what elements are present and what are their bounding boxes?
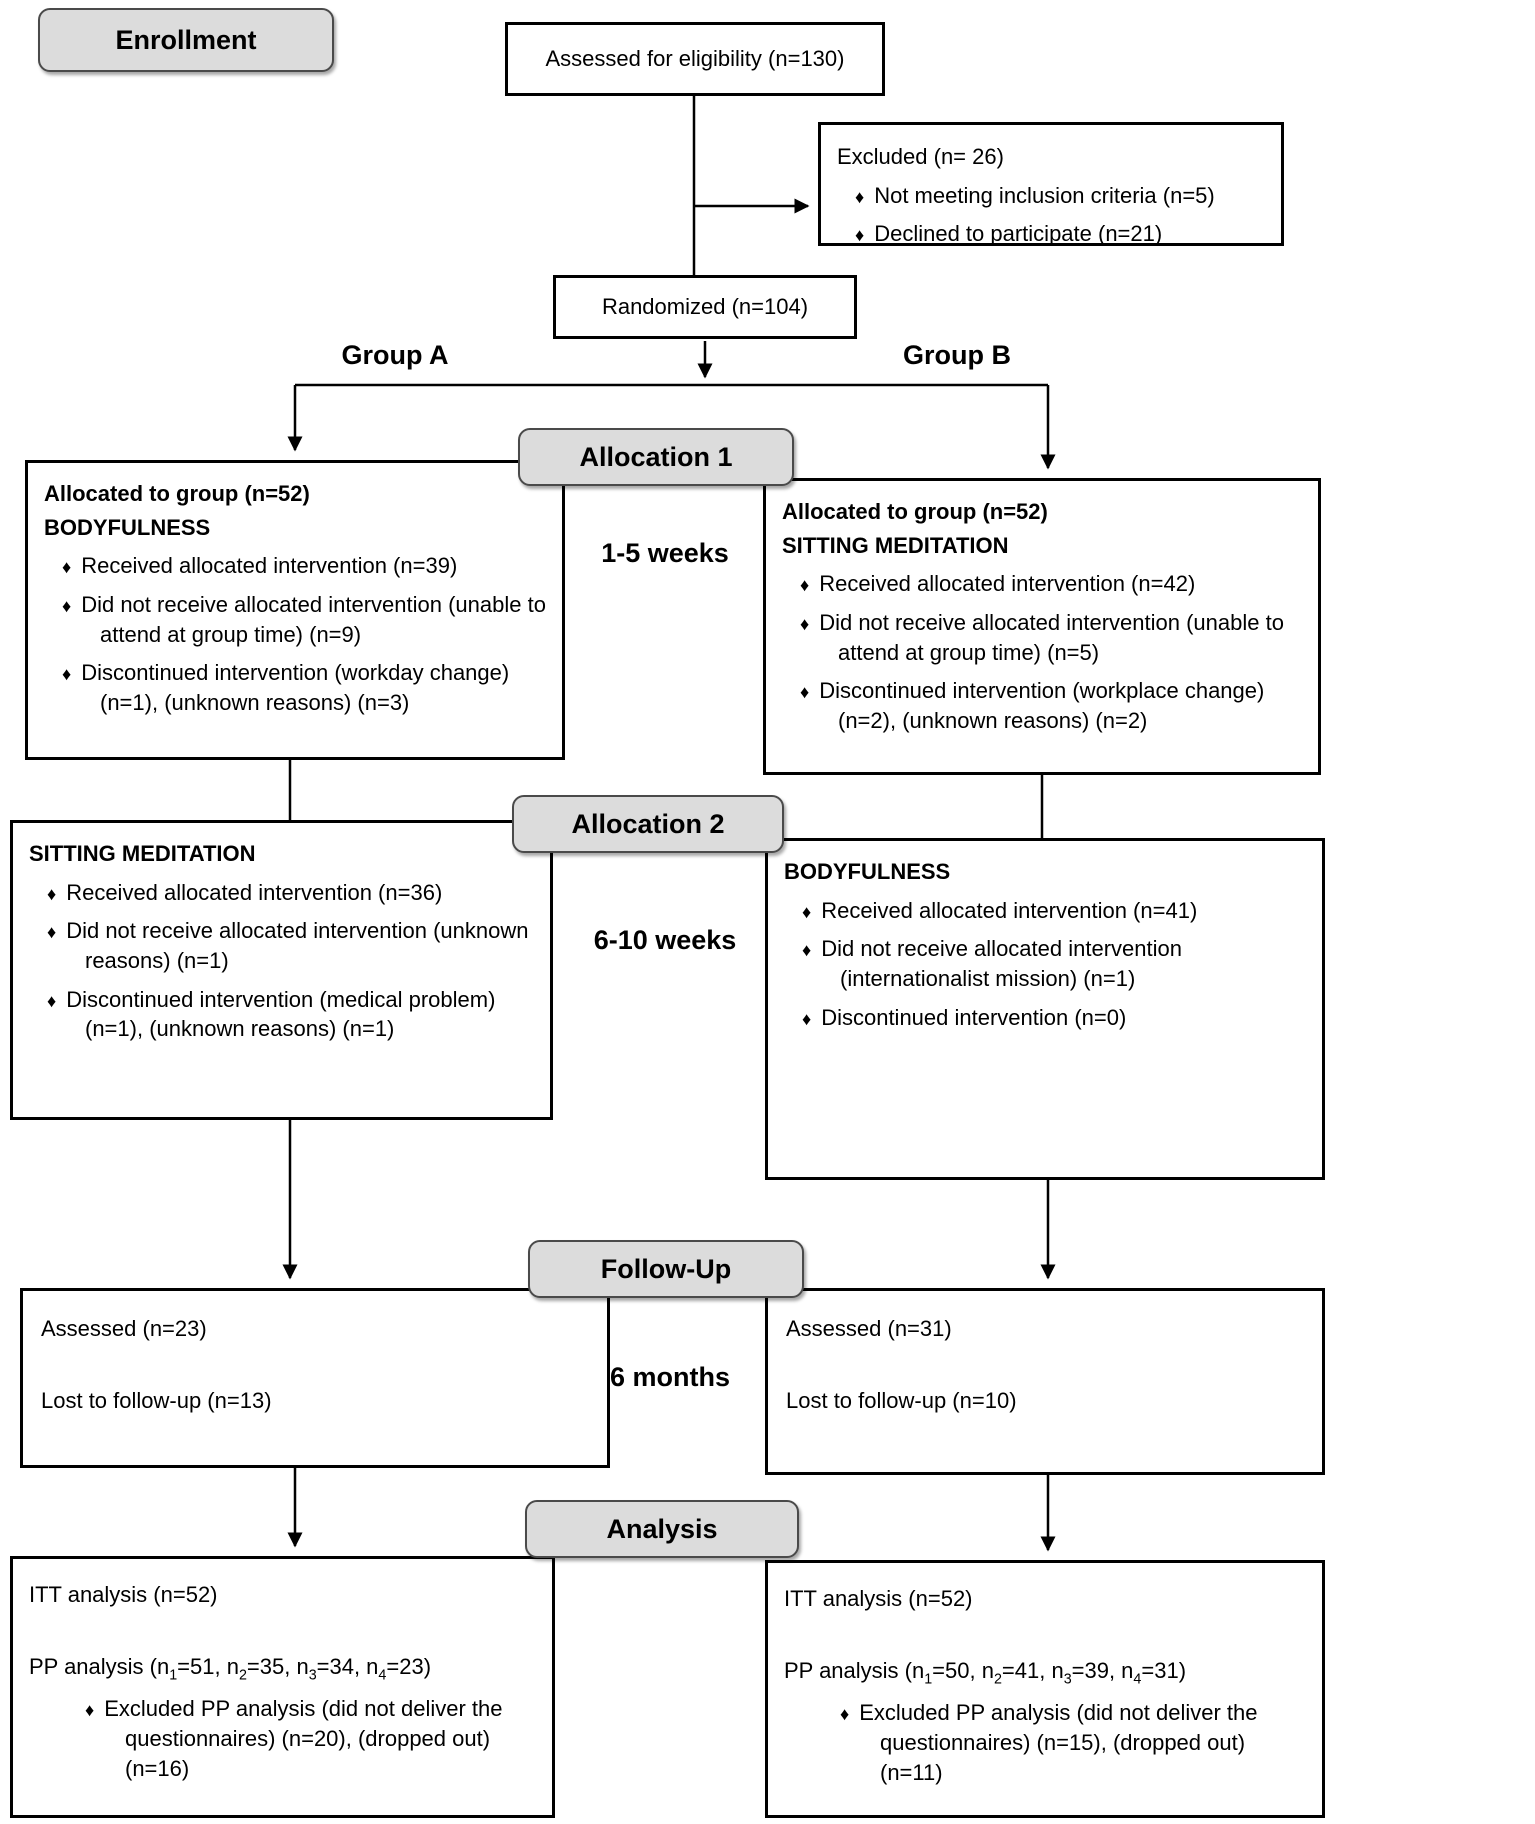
stage-pill-allocation-2-label: Allocation 2	[571, 808, 725, 839]
text-line: Assessed (n=23)	[41, 1316, 207, 1341]
text-line: Assessed (n=31)	[786, 1316, 952, 1341]
bullet-item: ♦Discontinued intervention (medical prob…	[47, 986, 496, 1042]
bullet-item: ♦Discontinued intervention (workday chan…	[62, 660, 510, 716]
bullet-item: ♦Received allocated intervention (n=39)	[62, 553, 458, 579]
diamond-bullet-icon: ♦	[47, 990, 57, 1011]
allocation-2-group-a-box: SITTING MEDITATION ♦Received allocated in…	[10, 820, 553, 1120]
diamond-bullet-icon: ♦	[802, 1008, 812, 1029]
stage-pill-enrollment: Enrollment	[38, 8, 334, 72]
diamond-bullet-icon: ♦	[62, 557, 72, 578]
bullet-item: ♦Discontinued intervention (workplace ch…	[800, 678, 1265, 734]
text-line: SITTING MEDITATION	[29, 841, 256, 866]
analysis-group-b-box: ITT analysis (n=52) PP analysis (n1=50, n…	[765, 1560, 1325, 1818]
text-line: ITT analysis (n=52)	[784, 1586, 973, 1611]
assessed-for-eligibility-box: Assessed for eligibility (n=130)	[505, 22, 885, 96]
analysis-group-a-box: ITT analysis (n=52) PP analysis (n1=51, n…	[10, 1556, 555, 1818]
diamond-bullet-icon: ♦	[47, 922, 57, 943]
group-a-label: Group A	[341, 340, 449, 370]
text-line: PP analysis (n1=51, n2=35, n3=34, n4=23)	[29, 1653, 432, 1684]
bullet-item: ♦Received allocated intervention (n=42)	[800, 571, 1196, 597]
diamond-bullet-icon: ♦	[800, 614, 810, 635]
diamond-bullet-icon: ♦	[840, 1704, 850, 1725]
follow-up-group-b-box: Assessed (n=31) Lost to follow-up (n=10)	[765, 1288, 1325, 1475]
bullet-item: ♦Declined to participate (n=21)	[855, 221, 1163, 247]
bullet-item: ♦Did not receive allocated intervention …	[62, 592, 546, 647]
bullet-item: ♦Discontinued intervention (n=0)	[802, 1004, 1127, 1030]
diamond-bullet-icon: ♦	[855, 225, 865, 246]
allocation-1-group-a-box: Allocated to group (n=52) BODYFULNESS ♦Rec…	[25, 460, 565, 760]
diamond-bullet-icon: ♦	[802, 901, 812, 922]
allocation-1-group-b-box: Allocated to group (n=52) SITTING MEDITAT…	[763, 478, 1321, 775]
diamond-bullet-icon: ♦	[800, 682, 810, 703]
diamond-bullet-icon: ♦	[62, 664, 72, 685]
group-b-label: Group B	[903, 340, 1011, 370]
allocation-2-group-b-box: BODYFULNESS ♦Received allocated intervent…	[765, 838, 1325, 1180]
diamond-bullet-icon: ♦	[802, 940, 812, 961]
stage-pill-allocation-1: Allocation 1	[518, 428, 794, 486]
diamond-bullet-icon: ♦	[47, 883, 57, 904]
stage-pill-analysis-label: Analysis	[606, 1513, 718, 1544]
diamond-bullet-icon: ♦	[800, 575, 810, 596]
allocation-2-period-label: 6-10 weeks	[593, 925, 737, 955]
follow-up-period-label: 6 months	[609, 1362, 730, 1392]
bullet-item: ♦Not meeting inclusion criteria (n=5)	[855, 182, 1215, 208]
randomized-text: Randomized (n=104)	[601, 294, 809, 320]
stage-pill-follow-up-label: Follow-Up	[600, 1253, 732, 1284]
bullet-item: ♦Excluded PP analysis (did not deliver t…	[840, 1700, 1258, 1785]
randomized-box: Randomized (n=104)	[553, 275, 857, 339]
stage-pill-analysis: Analysis	[525, 1500, 799, 1558]
assessed-for-eligibility-text: Assessed for eligibility (n=130)	[545, 46, 845, 72]
stage-pill-allocation-1-label: Allocation 1	[579, 441, 733, 472]
bullet-item: ♦Did not receive allocated intervention …	[47, 918, 529, 974]
text-line: SITTING MEDITATION	[782, 532, 1009, 558]
text-line: Lost to follow-up (n=13)	[41, 1387, 272, 1413]
diamond-bullet-icon: ♦	[85, 1700, 95, 1721]
text-line: Lost to follow-up (n=10)	[786, 1387, 1017, 1413]
text-line: Excluded (n= 26)	[837, 144, 1004, 169]
text-line: Allocated to group (n=52)	[44, 481, 310, 506]
diamond-bullet-icon: ♦	[62, 596, 72, 617]
bullet-item: ♦Received allocated intervention (n=36)	[47, 879, 443, 905]
bullet-item: ♦Did not receive allocated intervention …	[800, 610, 1284, 665]
bullet-item: ♦Excluded PP analysis (did not deliver t…	[85, 1696, 503, 1781]
diamond-bullet-icon: ♦	[855, 186, 865, 207]
text-line: PP analysis (n1=50, n2=41, n3=39, n4=31)	[784, 1657, 1187, 1688]
text-line: Allocated to group (n=52)	[782, 499, 1048, 524]
bullet-item: ♦Did not receive allocated intervention …	[802, 936, 1182, 992]
follow-up-group-a-box: Assessed (n=23) Lost to follow-up (n=13)	[20, 1288, 610, 1468]
text-line: ITT analysis (n=52)	[29, 1582, 218, 1607]
stage-pill-follow-up: Follow-Up	[528, 1240, 804, 1298]
allocation-1-period-label: 1-5 weeks	[601, 538, 729, 568]
text-line: BODYFULNESS	[44, 514, 211, 540]
excluded-box: Excluded (n= 26) ♦Not meeting inclusion c…	[818, 122, 1284, 246]
stage-pill-allocation-2: Allocation 2	[512, 795, 784, 853]
stage-pill-enrollment-label: Enrollment	[115, 24, 257, 55]
bullet-item: ♦Received allocated intervention (n=41)	[802, 897, 1198, 923]
text-line: BODYFULNESS	[784, 859, 951, 884]
